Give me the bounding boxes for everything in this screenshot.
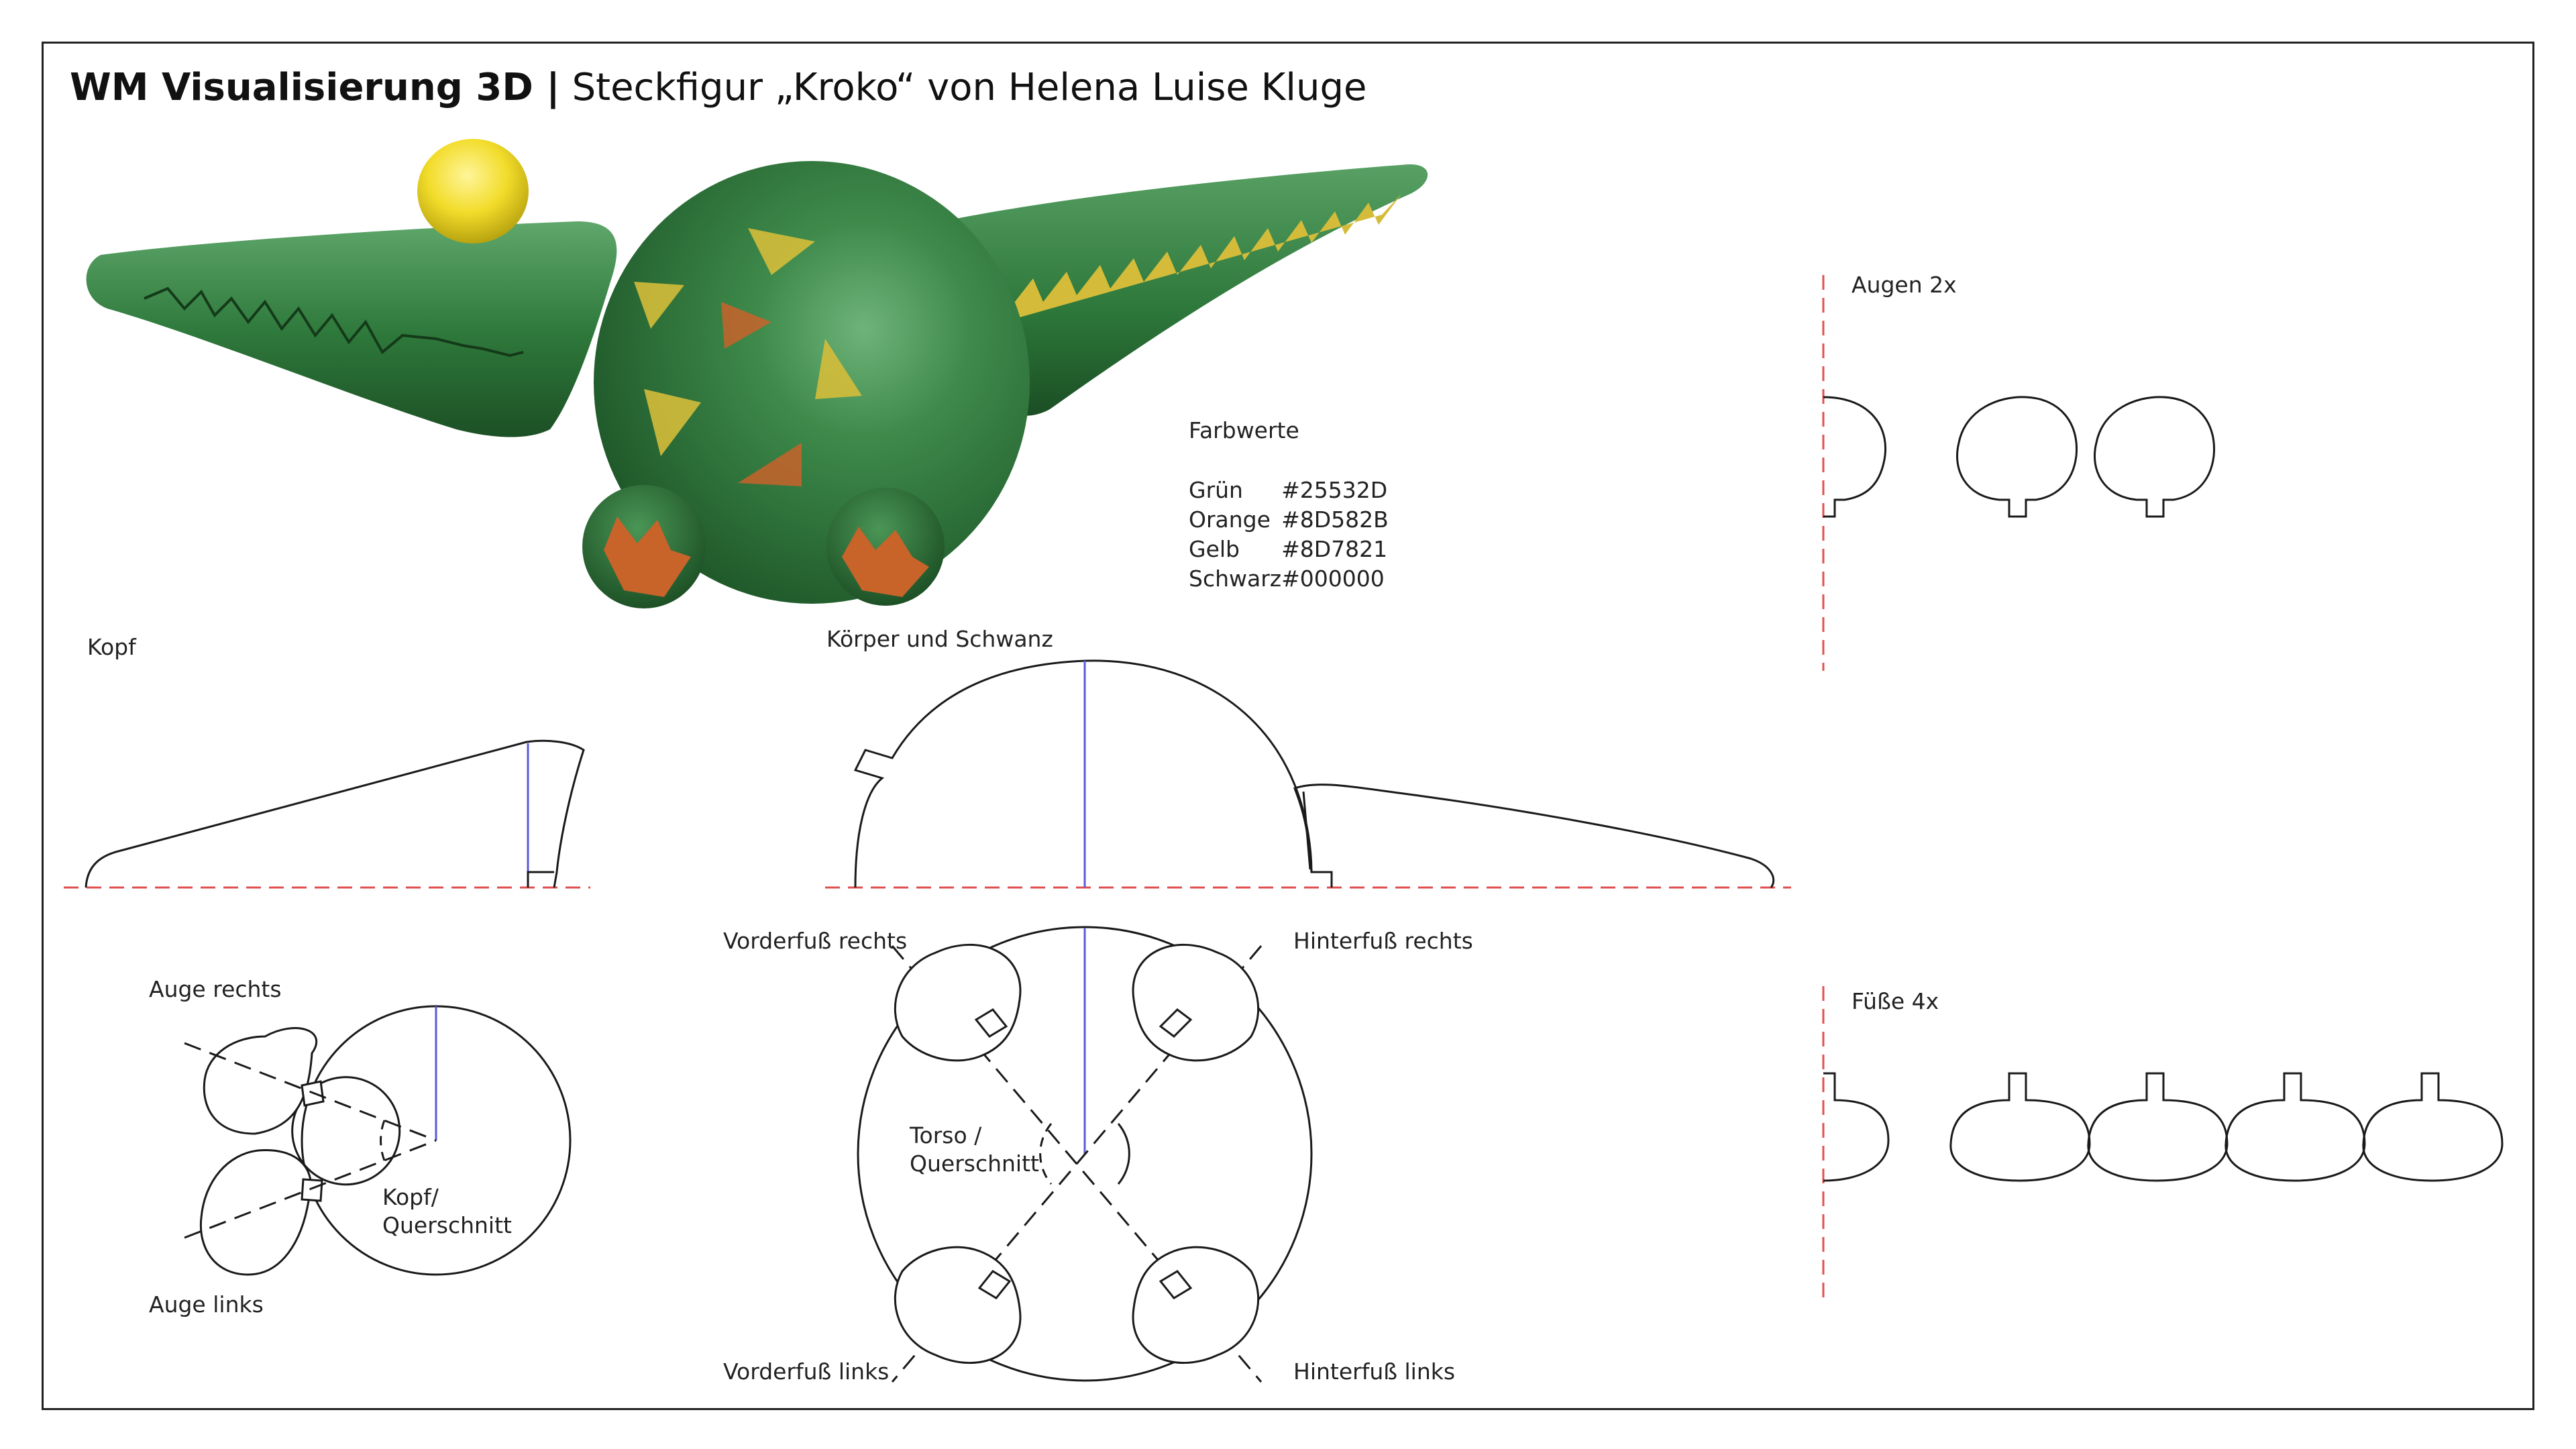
label-augen: Augen 2x bbox=[1851, 272, 1957, 298]
label-auge-rechts: Auge rechts bbox=[149, 976, 282, 1002]
kopf-profile bbox=[64, 739, 590, 889]
color-hex: #25532D bbox=[1281, 476, 1388, 503]
augen-templates bbox=[1822, 275, 2216, 671]
color-name: Schwarz bbox=[1189, 565, 1282, 592]
kopf-querschnitt bbox=[184, 1005, 572, 1276]
label-koerper: Körper und Schwanz bbox=[826, 626, 1053, 652]
color-hex: #8D582B bbox=[1281, 506, 1389, 533]
render-head-zigzag bbox=[144, 286, 524, 358]
label-hinterfuss-links: Hinterfuß links bbox=[1293, 1358, 1456, 1385]
color-row: Grün #25532D bbox=[1189, 475, 1389, 504]
crocodile-render bbox=[86, 139, 1428, 608]
page-title: WM Visualisierung 3D | Steckfigur „Kroko… bbox=[70, 64, 1366, 111]
color-values-title: Farbwerte bbox=[1189, 417, 1299, 443]
color-name: Gelb bbox=[1189, 535, 1240, 562]
label-vorderfuss-rechts: Vorderfuß rechts bbox=[723, 928, 908, 954]
label-fuesse: Füße 4x bbox=[1851, 988, 1939, 1014]
label-kopf-querschnitt: Kopf/ Querschnitt bbox=[382, 1184, 512, 1238]
color-name: Orange bbox=[1189, 506, 1271, 533]
sheet-frame bbox=[42, 42, 2534, 1410]
color-row: Gelb #8D7821 bbox=[1189, 534, 1389, 564]
render-body-spots bbox=[634, 228, 862, 486]
title-bold: WM Visualisierung 3D | bbox=[70, 66, 560, 109]
fuesse-templates bbox=[1822, 986, 2504, 1301]
auge-rechts-shape bbox=[291, 1076, 401, 1186]
color-row: Orange #8D582B bbox=[1189, 504, 1389, 534]
label-torso-querschnitt: Torso / Querschnitt bbox=[910, 1122, 1039, 1177]
color-row: Schwarz#000000 bbox=[1189, 564, 1389, 593]
label-vorderfuss-links: Vorderfuß links bbox=[723, 1358, 890, 1385]
render-tail-spikes bbox=[976, 193, 1402, 329]
render-eye bbox=[417, 139, 529, 244]
torso-querschnitt bbox=[857, 926, 1313, 1383]
color-name: Grün bbox=[1189, 476, 1243, 503]
render-body bbox=[594, 161, 1030, 604]
color-table: Grün #25532D Orange #8D582B Gelb #8D7821 Sc… bbox=[1189, 475, 1389, 593]
koerper-profile bbox=[825, 659, 1791, 889]
title-rest: Steckfigur „Kroko“ von Helena Luise Klug… bbox=[559, 66, 1367, 109]
color-hex: #000000 bbox=[1281, 565, 1385, 592]
render-head bbox=[86, 221, 617, 437]
label-kopf: Kopf bbox=[87, 634, 136, 660]
color-hex: #8D7821 bbox=[1281, 535, 1388, 562]
label-hinterfuss-rechts: Hinterfuß rechts bbox=[1293, 928, 1473, 954]
label-auge-links: Auge links bbox=[149, 1291, 264, 1318]
render-tail bbox=[943, 164, 1428, 416]
